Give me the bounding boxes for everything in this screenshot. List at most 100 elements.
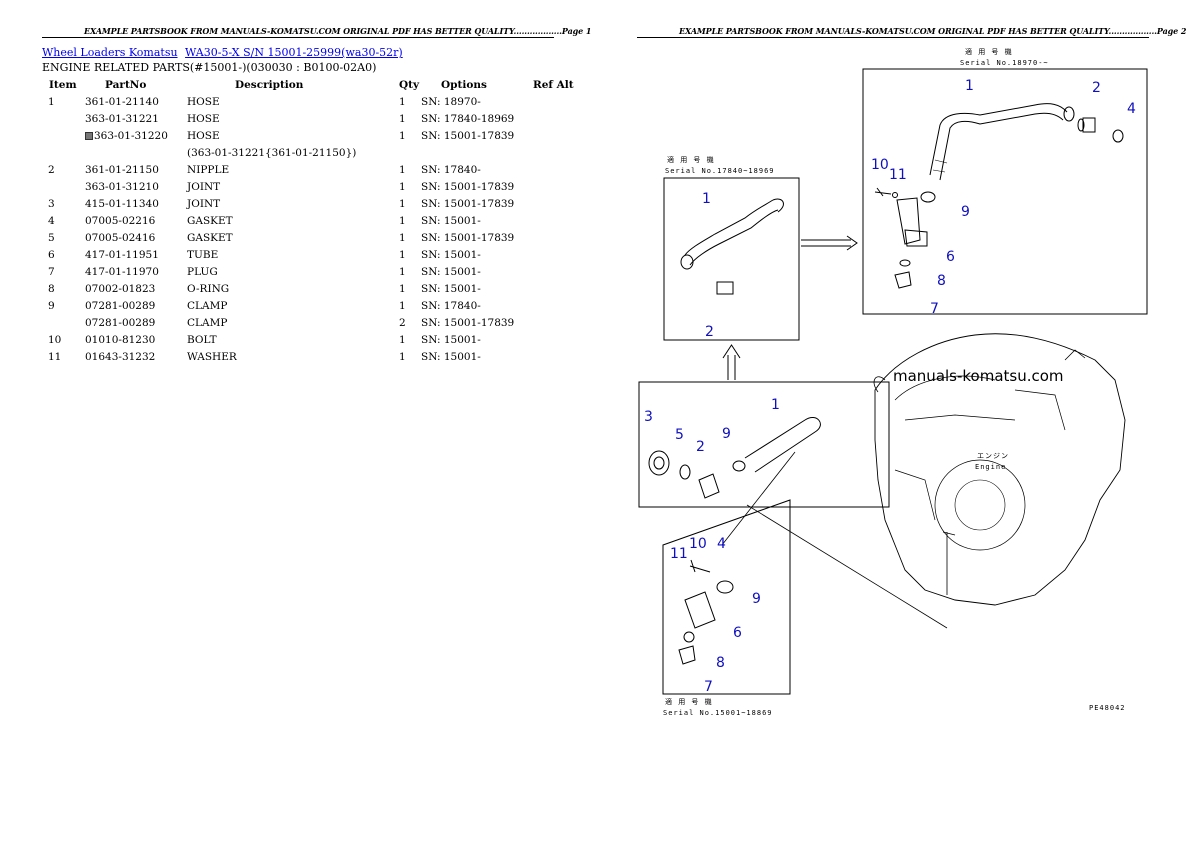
cell-partno: 07002-01823 bbox=[85, 280, 187, 297]
cell-item-text: 6 bbox=[48, 248, 55, 261]
cell-description: JOINT bbox=[187, 178, 399, 195]
cell-ref-alt bbox=[533, 110, 593, 127]
callout-7: 7 bbox=[704, 679, 713, 695]
engine-label-jp: エンジン bbox=[977, 452, 1009, 460]
cell-qty-text: 1 bbox=[399, 214, 406, 227]
col-header-description: Description bbox=[235, 78, 304, 91]
cell-options: SN: 15001-17839 bbox=[421, 178, 533, 195]
callout-2: 2 bbox=[705, 324, 714, 340]
cell-partno-text: 01010-81230 bbox=[85, 333, 156, 346]
col-header-ref-alt: Ref Alt bbox=[533, 78, 574, 91]
serial-label-jp: 適 用 号 機 bbox=[965, 47, 1013, 56]
cell-description-text: BOLT bbox=[187, 333, 217, 346]
callout-11: 11 bbox=[670, 546, 688, 562]
cell-qty: 1 bbox=[399, 280, 421, 297]
cell-partno-text: 361-01-21140 bbox=[85, 95, 159, 108]
cell-item: 2 bbox=[42, 161, 85, 178]
cell-options-text: SN: 15001- bbox=[421, 333, 481, 346]
cell-qty-text: 1 bbox=[399, 350, 406, 363]
cell-ref-alt bbox=[533, 297, 593, 314]
arrow-right bbox=[801, 235, 858, 251]
cell-partno-text: 415-01-11340 bbox=[85, 197, 159, 210]
serial-label-bottom: Serial No.15001~18869 bbox=[663, 709, 773, 717]
cell-partno: 417-01-11970 bbox=[85, 263, 187, 280]
cell-item-text: 11 bbox=[48, 350, 62, 363]
cell-options-text: SN: 18970- bbox=[421, 95, 481, 108]
cell-partno-text: 361-01-21150 bbox=[85, 163, 159, 176]
cell-description: HOSE bbox=[187, 127, 399, 144]
page-header: EXAMPLE PARTSBOOK FROM MANUALS-KOMATSU.C… bbox=[84, 26, 592, 36]
cell-item-text: 8 bbox=[48, 282, 55, 295]
cell-description: TUBE bbox=[187, 246, 399, 263]
cell-partno-text: 363-01-31220 bbox=[94, 129, 168, 142]
cell-description: NIPPLE bbox=[187, 161, 399, 178]
cell-qty: 1 bbox=[399, 93, 421, 110]
cell-partno bbox=[85, 144, 187, 161]
cell-description-text: GASKET bbox=[187, 231, 233, 244]
cell-item-text: 1 bbox=[48, 95, 55, 108]
cell-ref-alt bbox=[533, 246, 593, 263]
breadcrumb-link-wheel-loaders[interactable]: Wheel Loaders Komatsu bbox=[42, 46, 178, 59]
cell-description-text: PLUG bbox=[187, 265, 218, 278]
cell-qty: 1 bbox=[399, 195, 421, 212]
cell-qty: 1 bbox=[399, 161, 421, 178]
callout-9: 9 bbox=[722, 426, 731, 442]
cell-ref-alt bbox=[533, 195, 593, 212]
cell-partno: 417-01-11951 bbox=[85, 246, 187, 263]
cell-partno-text: 07002-01823 bbox=[85, 282, 156, 295]
cell-options: SN: 15001-17839 bbox=[421, 229, 533, 246]
cell-description: O-RING bbox=[187, 280, 399, 297]
cell-description: (363-01-31221{361-01-21150}) bbox=[187, 144, 399, 161]
page-header: EXAMPLE PARTSBOOK FROM MANUALS-KOMATSU.C… bbox=[679, 26, 1187, 36]
cell-qty-text: 1 bbox=[399, 282, 406, 295]
cell-qty: 1 bbox=[399, 263, 421, 280]
col-header-item: Item bbox=[49, 78, 77, 91]
cell-options: SN: 17840- bbox=[421, 297, 533, 314]
cell-qty-text: 1 bbox=[399, 180, 406, 193]
cell-description-text: GASKET bbox=[187, 214, 233, 227]
cell-item bbox=[42, 144, 85, 161]
detail-box-top-right bbox=[862, 68, 1148, 315]
cell-partno: 07005-02216 bbox=[85, 212, 187, 229]
cell-item: 10 bbox=[42, 331, 85, 348]
cell-options: SN: 15001-17839 bbox=[421, 314, 533, 331]
parts-list-page: EXAMPLE PARTSBOOK FROM MANUALS-KOMATSU.C… bbox=[42, 26, 593, 365]
cell-partno-text: 07005-02416 bbox=[85, 231, 156, 244]
cell-description: BOLT bbox=[187, 331, 399, 348]
cell-partno: 415-01-11340 bbox=[85, 195, 187, 212]
cell-qty-text: 1 bbox=[399, 333, 406, 346]
cell-item-text: 2 bbox=[48, 163, 55, 176]
cell-item-text: 9 bbox=[48, 299, 55, 312]
cell-options-text: SN: 15001- bbox=[421, 350, 481, 363]
cell-options-text: SN: 15001-17839 bbox=[421, 197, 515, 210]
callout-7: 7 bbox=[930, 301, 939, 317]
cell-options bbox=[421, 144, 533, 161]
cell-item-text: 10 bbox=[48, 333, 62, 346]
cell-options: SN: 15001- bbox=[421, 212, 533, 229]
cell-ref-alt bbox=[533, 93, 593, 110]
cell-description-text: O-RING bbox=[187, 282, 230, 295]
cell-partno: 361-01-21150 bbox=[85, 161, 187, 178]
cell-ref-alt bbox=[533, 229, 593, 246]
cell-options: SN: 15001- bbox=[421, 263, 533, 280]
col-header-partno: PartNo bbox=[105, 78, 147, 91]
header-rule bbox=[637, 37, 1149, 38]
cell-options-text: SN: 15001- bbox=[421, 248, 481, 261]
cell-partno: 01643-31232 bbox=[85, 348, 187, 365]
breadcrumb-link-model[interactable]: WA30-5-X S/N 15001-25999(wa30-52r) bbox=[185, 46, 403, 59]
detail-box-bottom-left bbox=[638, 381, 890, 508]
cell-description-text: CLAMP bbox=[187, 316, 228, 329]
cell-description-text: JOINT bbox=[187, 180, 221, 193]
callout-6: 6 bbox=[946, 249, 955, 265]
cell-qty: 1 bbox=[399, 246, 421, 263]
cell-item: 8 bbox=[42, 280, 85, 297]
cell-options: SN: 18970- bbox=[421, 93, 533, 110]
